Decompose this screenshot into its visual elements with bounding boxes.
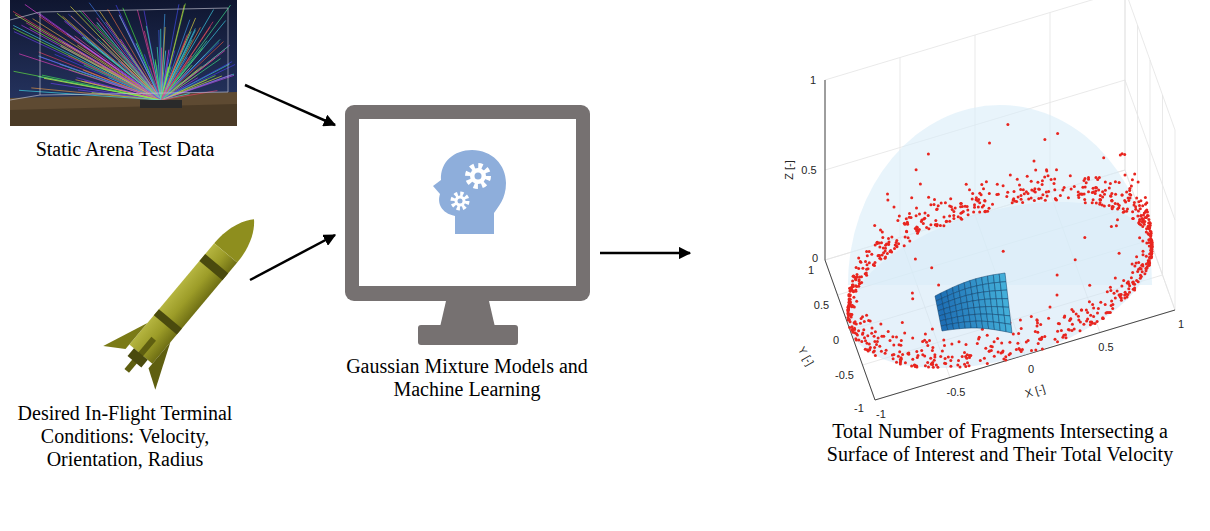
flow-arrow xyxy=(250,235,335,280)
tick-label: 0.5 xyxy=(814,299,829,311)
flow-arrow xyxy=(600,252,690,255)
tick-label: -1 xyxy=(876,408,886,420)
tick-label: 1 xyxy=(1178,318,1184,330)
flow-arrow xyxy=(245,85,335,125)
figure-panel: Desired In-Flight Terminal Conditions: V… xyxy=(0,220,250,475)
tick-label: -0.5 xyxy=(835,369,854,381)
arena-image xyxy=(10,0,237,126)
caption: Gaussian Mixture Models and Machine Lear… xyxy=(342,355,592,401)
axis-label: Y [-] xyxy=(796,344,816,367)
tick-label: 1 xyxy=(808,264,814,276)
figure-panel: Static Arena Test Data xyxy=(5,0,245,165)
tick-label: 0.5 xyxy=(1098,341,1113,353)
tick-label: 0.5 xyxy=(801,164,816,176)
caption: Total Number of Fragments Intersecting a… xyxy=(826,420,1174,466)
caption: Desired In-Flight Terminal Conditions: V… xyxy=(0,402,250,471)
figure-panel: Total Number of Fragments Intersecting a… xyxy=(690,60,1205,470)
rocket-icon xyxy=(101,197,280,392)
tick-label: 1 xyxy=(810,74,816,86)
axis-label: Z [-] xyxy=(783,160,795,180)
tick-label: -1 xyxy=(854,402,864,414)
tick-label: 0 xyxy=(833,334,839,346)
scatter-plot-3d xyxy=(825,0,1175,400)
tick-label: -0.5 xyxy=(947,386,966,398)
tick-label: 0 xyxy=(812,252,818,264)
caption: Static Arena Test Data xyxy=(5,138,245,161)
tick-label: 0 xyxy=(1028,363,1034,375)
axis-label: X [-] xyxy=(1024,382,1047,399)
computer-monitor xyxy=(345,105,590,345)
process-panel: Gaussian Mixture Models and Machine Lear… xyxy=(335,100,600,405)
